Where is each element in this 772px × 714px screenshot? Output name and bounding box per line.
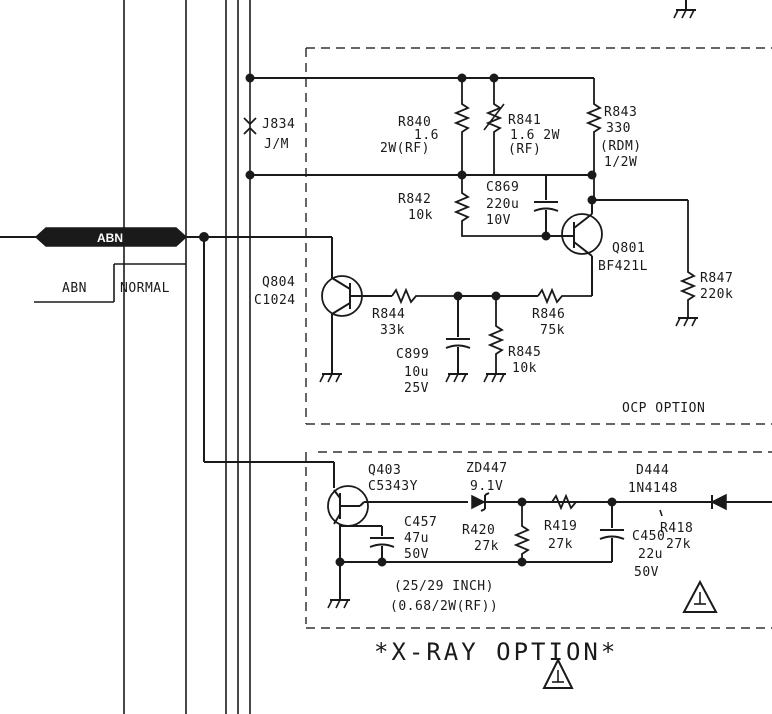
abn-normal-switch: ABN NORMAL xyxy=(34,263,186,303)
ground-top-right-icon xyxy=(673,0,696,19)
j834-ref: J834 xyxy=(262,117,295,132)
q801-ref: Q801 xyxy=(612,241,645,256)
c457-value: 47u xyxy=(404,531,429,546)
q403-transistor: Q403 C5343Y xyxy=(327,462,468,600)
c457-rating: 50V xyxy=(404,547,429,562)
q804-transistor: Q804 C1024 xyxy=(254,237,392,383)
warning-triangle-bottom-icon xyxy=(542,657,574,689)
r847-ref: R847 xyxy=(700,271,733,286)
xray-option-label: *X-RAY OPTION* xyxy=(374,638,618,666)
r846-value: 75k xyxy=(540,323,565,338)
c450-rating: 50V xyxy=(634,565,659,580)
normal-switch-label: NORMAL xyxy=(120,281,170,296)
rf-note: (0.68/2W(RF)) xyxy=(390,599,498,614)
r844-ref: R844 xyxy=(372,307,405,322)
q801-transistor: Q801 BF421L xyxy=(546,195,688,296)
c899-capacitor: C899 10u 25V xyxy=(396,296,471,396)
zd447-value: 9.1V xyxy=(470,479,503,494)
r418-value: 27k xyxy=(666,537,691,552)
r840-rating: 2W(RF) xyxy=(380,141,430,156)
ocp-option-label: OCP OPTION xyxy=(622,401,705,416)
r841-resistor: R841 1.6 2W (RF) xyxy=(483,78,560,175)
vertical-rails xyxy=(123,0,251,714)
r840-value: 1.6 xyxy=(414,128,439,143)
c869-ref: C869 xyxy=(486,180,519,195)
r418-ref: R418 xyxy=(660,521,693,536)
q801-part: BF421L xyxy=(598,259,648,274)
r844-value: 33k xyxy=(380,323,405,338)
d444-ref: D444 xyxy=(636,463,669,478)
r841-value: 1.6 2W xyxy=(510,128,560,143)
c899-ref: C899 xyxy=(396,347,429,362)
r845-ref: R845 xyxy=(508,345,541,360)
r846-ref: R846 xyxy=(532,307,565,322)
r419-ref: R419 xyxy=(544,519,577,534)
d444-part: 1N4148 xyxy=(628,481,678,496)
c457-capacitor: C457 47u 50V xyxy=(340,515,437,562)
ocp-rails xyxy=(245,73,597,180)
j834-jumper: J834 J/M xyxy=(243,117,295,152)
r419-value: 27k xyxy=(548,537,573,552)
abn-switch-label: ABN xyxy=(62,281,87,296)
c899-rating: 25V xyxy=(404,381,429,396)
inch-note: (25/29 INCH) xyxy=(394,579,494,594)
r843-ref: R843 xyxy=(604,105,637,120)
q403-ground-icon xyxy=(327,599,350,609)
r841-ref: R841 xyxy=(508,113,541,128)
r844-resistor: R844 33k xyxy=(372,287,463,338)
r419-resistor: R419 27k xyxy=(544,493,577,552)
r418-resistor: R418 27k xyxy=(659,509,693,552)
c457-ref: C457 xyxy=(404,515,437,530)
r840-ref: R840 xyxy=(398,115,431,130)
zd447-ref: ZD447 xyxy=(466,461,508,476)
c869-capacitor: C869 220u 10V xyxy=(486,175,559,241)
r845-value: 10k xyxy=(512,361,537,376)
r843-type: (RDM) xyxy=(600,139,642,154)
r840-resistor: R840 1.6 2W(RF) xyxy=(380,78,471,175)
r842-ref: R842 xyxy=(398,192,431,207)
r845-resistor: R845 10k xyxy=(483,296,541,383)
r847-resistor: R847 220k xyxy=(675,200,733,327)
r847-value: 220k xyxy=(700,287,733,302)
q804-ref: Q804 xyxy=(262,275,295,290)
r843-resistor: R843 330 (RDM) 1/2W xyxy=(585,78,642,200)
d444-diode: D444 1N4148 xyxy=(612,463,772,511)
zd447-zener-diode: ZD447 9.1V xyxy=(466,461,617,512)
r842-resistor: R842 10k xyxy=(398,175,546,237)
r420-value: 27k xyxy=(474,539,499,554)
r842-value: 10k xyxy=(408,208,433,223)
r846-resistor: R846 75k xyxy=(458,287,592,338)
c899-value: 10u xyxy=(404,365,429,380)
xray-bottom-line xyxy=(335,557,612,567)
xray-option-box xyxy=(305,451,772,629)
c450-value: 22u xyxy=(638,547,663,562)
r841-rating: (RF) xyxy=(508,142,541,157)
warning-triangle-icon xyxy=(682,579,718,613)
q403-part: C5343Y xyxy=(368,479,418,494)
r843-rating: 1/2W xyxy=(604,155,637,170)
q403-ref: Q403 xyxy=(368,463,401,478)
c869-rating: 10V xyxy=(486,213,511,228)
r843-value: 330 xyxy=(606,121,631,136)
abn-signal-tag: ABN xyxy=(97,231,123,245)
r420-ref: R420 xyxy=(462,523,495,538)
abn-signal-line: ABN xyxy=(0,227,334,463)
c869-value: 220u xyxy=(486,197,519,212)
c450-capacitor: C450 22u 50V xyxy=(599,502,665,580)
c450-ref: C450 xyxy=(632,529,665,544)
j834-value: J/M xyxy=(264,137,289,152)
q804-part: C1024 xyxy=(254,293,296,308)
r420-resistor: R420 27k xyxy=(462,502,531,562)
